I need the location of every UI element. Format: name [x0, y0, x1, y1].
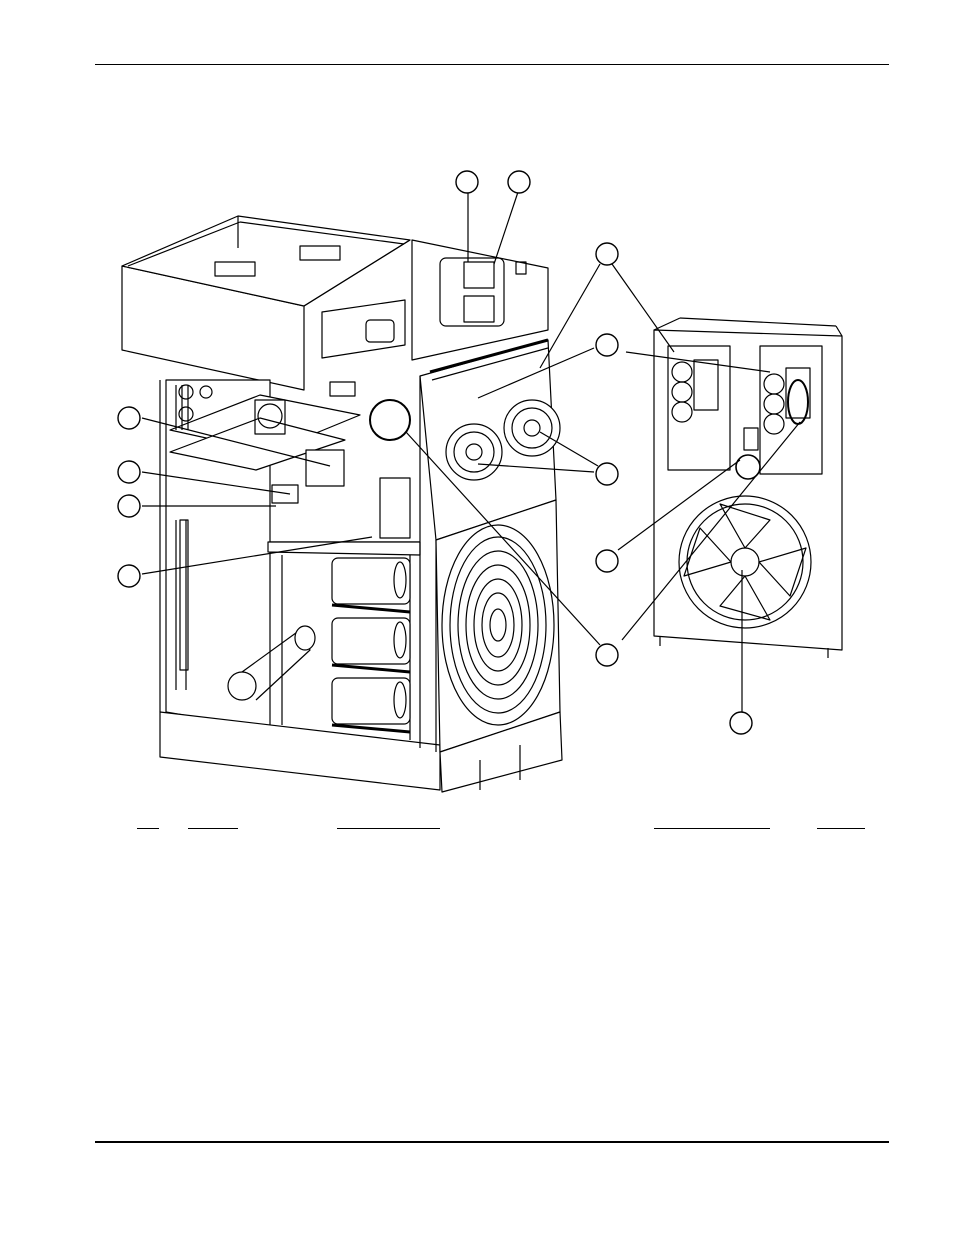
callout-6 — [595, 549, 619, 573]
callout-10 — [117, 460, 141, 484]
column-rule-4 — [654, 828, 770, 829]
callout-7 — [595, 643, 619, 667]
callout-11 — [117, 494, 141, 518]
leader-lines — [141, 191, 801, 712]
header-rule — [95, 64, 889, 65]
callout-9 — [117, 406, 141, 430]
footer-rule — [95, 1141, 889, 1143]
callout-1 — [455, 170, 479, 194]
capacitor-bank — [331, 557, 411, 734]
column-rule-5 — [817, 828, 865, 829]
callout-3 — [595, 242, 619, 266]
large-fan-guard — [441, 524, 555, 726]
detail-circle — [369, 399, 411, 441]
callout-4 — [595, 333, 619, 357]
heatsink — [175, 384, 213, 430]
column-rule-2 — [188, 828, 238, 829]
callout-5 — [595, 462, 619, 486]
callouts — [117, 170, 753, 735]
callout-8 — [729, 711, 753, 735]
column-rule-3 — [337, 828, 440, 829]
main-cabinet — [121, 215, 441, 791]
column-rule-1 — [137, 828, 159, 829]
callout-12 — [117, 564, 141, 588]
callout-2 — [507, 170, 531, 194]
fan-housing — [411, 239, 563, 793]
